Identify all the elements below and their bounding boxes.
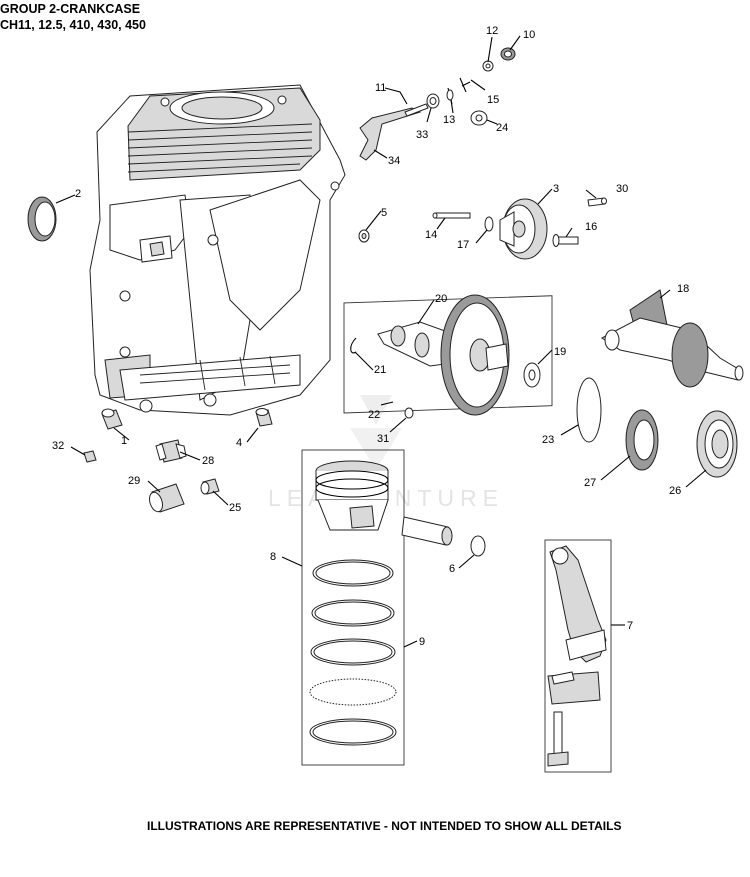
callout-19: 19 xyxy=(554,346,566,358)
callout-21: 21 xyxy=(374,364,386,376)
callout-9: 9 xyxy=(419,636,425,648)
disclaimer-note: ILLUSTRATIONS ARE REPRESENTATIVE - NOT I… xyxy=(147,819,622,833)
callout-8: 8 xyxy=(270,551,276,563)
callout-32: 32 xyxy=(52,440,64,452)
washer-part-17 xyxy=(484,216,494,232)
pin-part-30 xyxy=(587,197,607,207)
pin-part-16 xyxy=(552,234,579,247)
callout-25: 25 xyxy=(229,502,241,514)
callout-10: 10 xyxy=(523,29,535,41)
callout-26: 26 xyxy=(669,485,681,497)
callout-2: 2 xyxy=(75,188,81,200)
connecting-rod-part-7 xyxy=(547,545,607,767)
rod-part-11 xyxy=(404,103,429,117)
callout-13: 13 xyxy=(443,114,455,126)
bearing-part-26 xyxy=(696,410,738,478)
callout-16: 16 xyxy=(585,221,597,233)
callout-28: 28 xyxy=(202,455,214,467)
bearing-part-29 xyxy=(149,483,185,513)
piston-group-box xyxy=(301,449,405,766)
callout-24: 24 xyxy=(496,122,508,134)
callout-3: 3 xyxy=(553,183,559,195)
seal-part-10 xyxy=(500,47,516,61)
shaft-part-14 xyxy=(432,212,471,219)
callout-labels: 1 2 3 4 5 6 7 8 9 10 11 12 13 14 15 16 1… xyxy=(52,25,689,648)
oil-seal-part-2 xyxy=(27,196,57,242)
clip-part-13 xyxy=(446,87,454,105)
callout-15: 15 xyxy=(487,94,499,106)
callout-27: 27 xyxy=(584,477,596,489)
callout-6: 6 xyxy=(449,563,455,575)
callout-18: 18 xyxy=(677,283,689,295)
model-list: CH11, 12.5, 410, 430, 450 xyxy=(0,18,146,32)
piston-part-8 xyxy=(315,460,389,531)
callout-7: 7 xyxy=(627,620,633,632)
callout-20: 20 xyxy=(435,293,447,305)
callout-4: 4 xyxy=(236,437,242,449)
callout-33: 33 xyxy=(416,129,428,141)
callout-11: 11 xyxy=(375,82,386,94)
washer-part-5 xyxy=(358,229,370,243)
callout-1: 1 xyxy=(121,435,127,447)
washer-part-24 xyxy=(470,110,488,126)
leader-lines xyxy=(55,35,707,648)
thrust-washer-part-23 xyxy=(576,377,602,443)
seal-part-27 xyxy=(625,409,659,471)
pin-part-15 xyxy=(459,77,471,93)
crankshaft-part-18 xyxy=(601,289,744,388)
callout-12: 12 xyxy=(486,25,498,37)
bushing-part-25 xyxy=(200,478,220,495)
callout-14: 14 xyxy=(425,229,437,241)
plug-part-32 xyxy=(83,450,97,463)
crankcase-block xyxy=(89,84,346,416)
callout-29: 29 xyxy=(128,475,140,487)
connecting-rod-group-box xyxy=(544,539,612,773)
callout-5: 5 xyxy=(381,207,387,219)
callout-30: 30 xyxy=(616,183,628,195)
callout-17: 17 xyxy=(457,239,469,251)
spring-part-21 xyxy=(350,337,357,354)
camshaft-part-20 xyxy=(377,294,510,416)
governor-shaft-part-34 xyxy=(359,107,422,161)
bushing-part-1 xyxy=(101,408,123,430)
nut-part-12 xyxy=(482,60,494,72)
callout-23: 23 xyxy=(542,434,554,446)
valve-part-28 xyxy=(155,439,187,463)
washer-part-31 xyxy=(404,407,414,419)
piston-pin-part-8-pin xyxy=(401,516,453,546)
washer-part-33 xyxy=(426,93,440,109)
retainer-part-6 xyxy=(470,535,486,557)
dowel-part-4 xyxy=(255,408,273,427)
watermark-logo xyxy=(350,395,402,470)
callout-22: 22 xyxy=(368,409,380,421)
callout-31: 31 xyxy=(377,433,389,445)
diagram-title: GROUP 2-CRANKCASE xyxy=(0,2,141,16)
callout-34: 34 xyxy=(388,155,400,167)
shim-part-19 xyxy=(523,362,541,388)
governor-gear-part-3 xyxy=(499,198,548,260)
ring-set-part-9 xyxy=(309,559,397,746)
